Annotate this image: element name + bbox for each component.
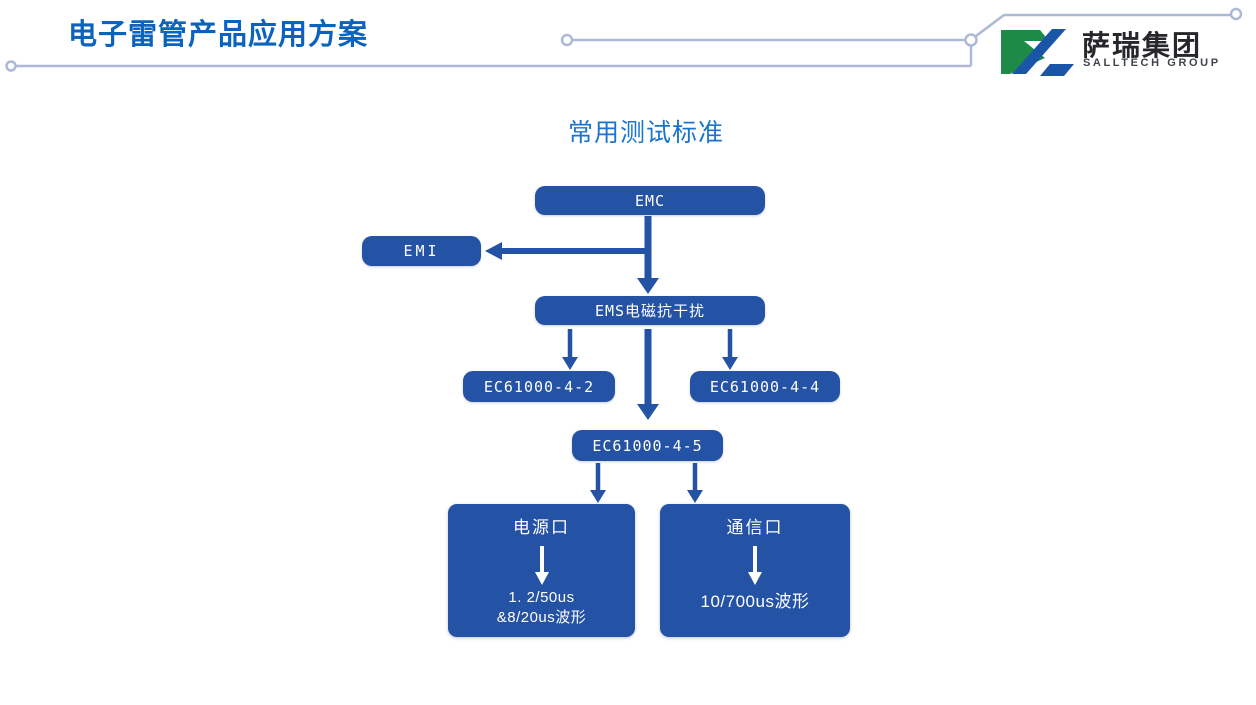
- page-title: 电子雷管产品应用方案: [68, 19, 369, 51]
- arrow-ec45-to-comm: [687, 463, 703, 503]
- power-port-detail-1: 1. 2/50us: [508, 589, 575, 606]
- node-ems: EMS电磁抗干扰: [535, 296, 765, 325]
- node-ec61000-4-2: EC61000-4-2: [463, 371, 615, 402]
- arrow-branch-to-emi: [485, 242, 651, 260]
- power-port-detail-2: &8/20us波形: [496, 609, 587, 626]
- arrow-ems-to-ec44: [722, 329, 738, 370]
- node-comm-port: 通信口 10/700us波形: [660, 504, 850, 637]
- arrow-ems-to-ec45: [637, 329, 659, 420]
- arrow-ems-to-ec42: [562, 329, 578, 370]
- logo-name-en: SALLTECH GROUP: [1083, 57, 1221, 69]
- arrow-ec45-to-power: [590, 463, 606, 503]
- node-ec61000-4-5: EC61000-4-5: [572, 430, 723, 461]
- diagram-title: 常用测试标准: [568, 119, 725, 147]
- node-emc: EMC: [535, 186, 765, 215]
- down-arrow-icon: [748, 546, 762, 585]
- logo-name-cn: 萨瑞集团: [1082, 30, 1203, 61]
- company-logo: 萨瑞集团 SALLTECH GROUP: [998, 24, 1238, 80]
- arrow-emc-to-ems: [637, 216, 659, 294]
- logo-mark-icon: [1001, 29, 1074, 76]
- comm-port-detail-1: 10/700us波形: [700, 592, 810, 611]
- node-emi: EMI: [362, 236, 481, 266]
- power-port-label: 电源口: [513, 518, 570, 537]
- node-ec61000-4-4: EC61000-4-4: [690, 371, 840, 402]
- node-power-port: 电源口 1. 2/50us &8/20us波形: [448, 504, 635, 637]
- down-arrow-icon: [534, 546, 549, 585]
- comm-port-label: 通信口: [726, 518, 784, 537]
